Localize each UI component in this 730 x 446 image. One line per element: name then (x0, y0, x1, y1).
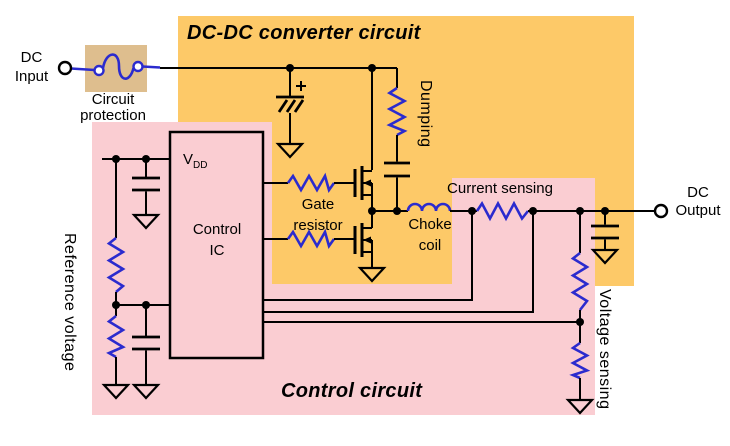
dc-output-terminal-icon (653, 203, 669, 219)
current-sensing-label: Current sensing (447, 180, 553, 197)
gate-resistor-label: Gate resistor (293, 196, 343, 234)
mosfet-high-icon (353, 166, 373, 211)
input-capacitor-icon (275, 68, 306, 159)
current-sense-resistor-icon (475, 200, 530, 222)
control-ic-box (168, 130, 265, 360)
dumping-label: Dumping (417, 80, 434, 148)
fuse-icon (70, 53, 161, 80)
voltage-sensing-divider-icon (565, 211, 595, 415)
reference-voltage-label: Reference voltage (61, 233, 78, 372)
circuit-protection-label: Circuit protection (80, 91, 146, 124)
dc-input-label: DC Input (14, 49, 49, 85)
feedback-wire-1 (263, 211, 473, 301)
junction-dots (112, 64, 609, 326)
voltage-sensing-label: Voltage sensing (596, 289, 613, 410)
control-circuit-title: Control circuit (281, 380, 423, 402)
feedback-wire-2 (263, 211, 534, 313)
vdd-pin-label: VDD (183, 151, 208, 171)
reference-voltage-network-icon (101, 158, 170, 400)
output-capacitor-icon (590, 211, 620, 265)
control-region-background-bottom (92, 284, 595, 415)
gate-resistor-high-icon (263, 172, 355, 193)
dumping-snubber-icon (384, 68, 410, 211)
control-ic-label: Control IC (192, 221, 242, 259)
dc-output-label: DC Output (675, 184, 721, 219)
dc-input-terminal-icon (57, 60, 73, 76)
converter-circuit-title: DC-DC converter circuit (187, 22, 421, 44)
mosfet-low-icon (353, 211, 387, 283)
choke-coil-label: Choke coil (408, 216, 452, 254)
gate-resistor-low-icon (263, 228, 355, 249)
choke-coil-icon (406, 202, 452, 212)
